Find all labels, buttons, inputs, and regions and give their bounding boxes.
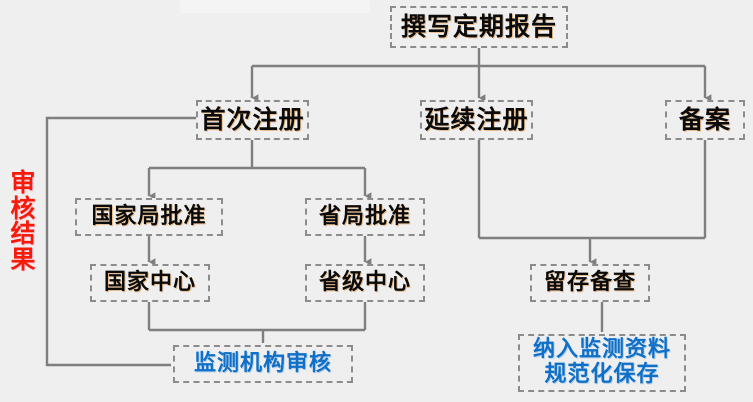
node-record-keep[interactable]: 留存备查 (530, 264, 650, 302)
node-nmpa-approve[interactable]: 国家局批准 (75, 198, 223, 236)
node-province-center[interactable]: 省级中心 (305, 264, 425, 302)
side-label-review-result: 审核结果 (10, 168, 36, 274)
wire-first-reg-left-detour (45, 116, 196, 367)
top-background-plate (180, 0, 370, 13)
node-renewal-reg[interactable]: 延续注册 (420, 100, 533, 140)
node-province-approve[interactable]: 省局批准 (305, 198, 425, 236)
node-agency-review[interactable]: 监测机构审核 (173, 345, 353, 383)
node-first-reg[interactable]: 首次注册 (196, 100, 309, 140)
node-national-center[interactable]: 国家中心 (90, 264, 210, 302)
node-filing[interactable]: 备案 (665, 100, 745, 140)
node-report[interactable]: 撰写定期报告 (390, 6, 568, 48)
node-archive[interactable]: 纳入监测资料 规范化保存 (518, 334, 686, 392)
